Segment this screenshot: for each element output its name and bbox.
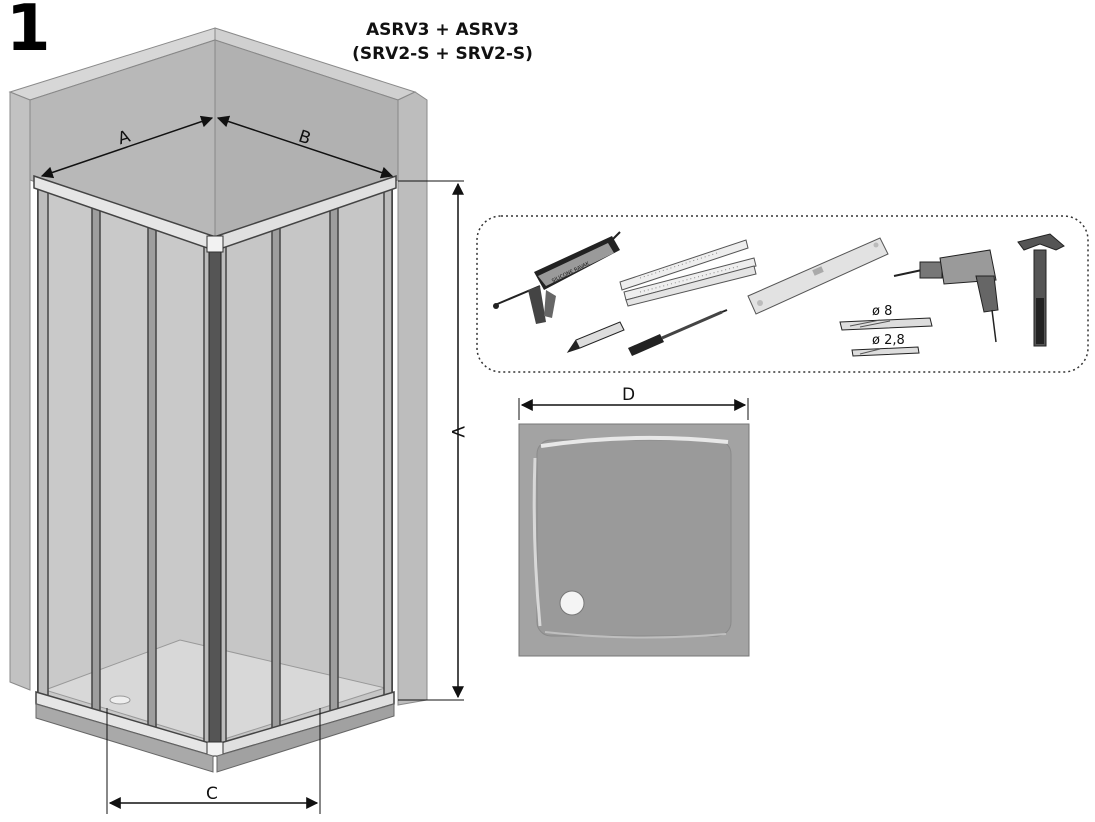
- drain-hole: [559, 590, 585, 616]
- wall-right-edge: [397, 91, 428, 706]
- dimension-v-label: V: [447, 426, 467, 438]
- dimension-v: V: [398, 180, 467, 701]
- title-line-2: (SRV2-S + SRV2-S): [352, 44, 533, 64]
- power-drill-icon: [893, 249, 999, 343]
- shower-tray: D: [518, 385, 750, 657]
- tools-panel: SILICONE RAVAK: [476, 215, 1089, 373]
- step-number: 1: [6, 0, 51, 66]
- dimension-d-label: D: [622, 385, 635, 405]
- drill-bit-2-8-icon: ø 2,8: [851, 333, 920, 357]
- drill-bit-2-8-label: ø 2,8: [872, 333, 905, 348]
- wall-left-edge: [9, 91, 31, 691]
- dimension-c-label: C: [206, 784, 218, 804]
- corner-post: [208, 237, 222, 757]
- drill-bit-8-icon: ø 8: [839, 304, 933, 331]
- silicone-gun-icon: SILICONE RAVAK: [493, 231, 621, 324]
- title-line-1: ASRV3 + ASRV3: [365, 20, 520, 40]
- drill-bit-8-label: ø 8: [872, 304, 892, 319]
- hammer-icon: [1017, 233, 1065, 347]
- shower-enclosure: [8, 27, 428, 773]
- product-title: ASRV3 + ASRV3 (SRV2-S + SRV2-S): [330, 18, 555, 66]
- pencil-icon: [566, 321, 625, 353]
- spirit-level-icon: [747, 237, 889, 315]
- folding-ruler-icon: [619, 239, 757, 307]
- dimension-c: C: [106, 708, 321, 814]
- shower-tray-base: [35, 703, 214, 773]
- screwdriver-icon: [628, 309, 728, 356]
